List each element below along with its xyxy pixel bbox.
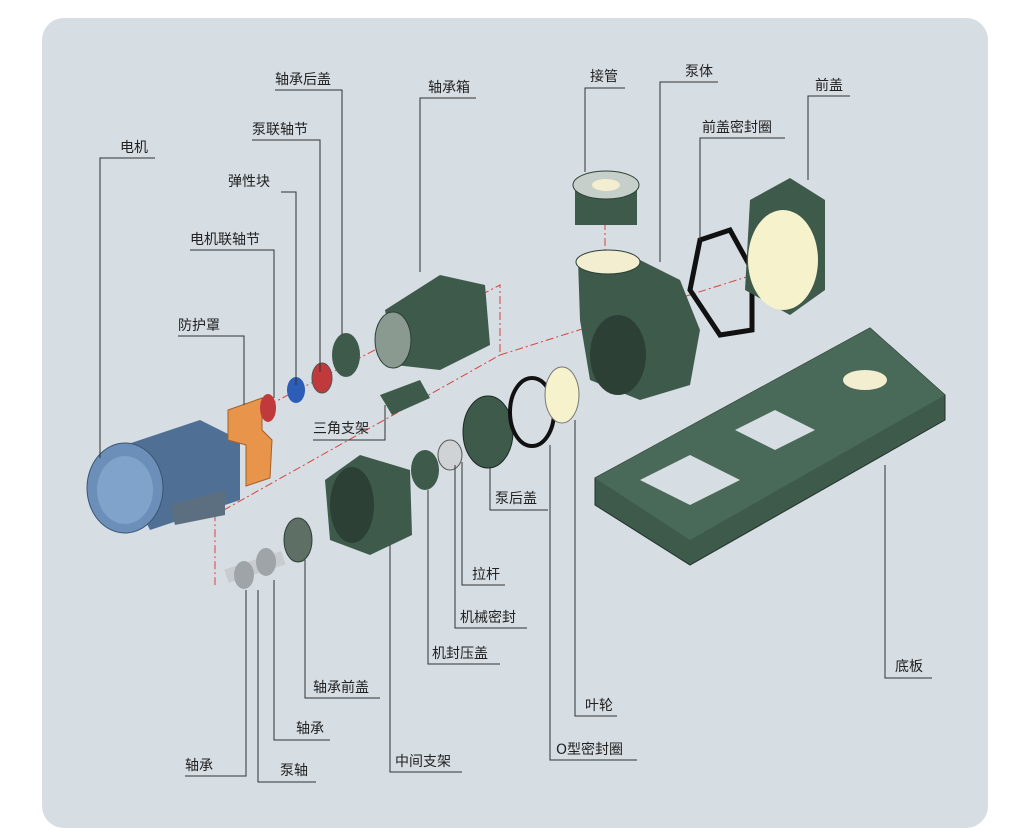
mechanical-seal-part [437, 439, 463, 471]
pump-rear-cover-part [462, 395, 514, 469]
label-pump-rear-cover: 泵后盖 [495, 491, 537, 507]
label-middle-bracket: 中间支架 [395, 754, 451, 770]
label-o-ring: O型密封圈 [556, 742, 624, 758]
motor-part [86, 420, 240, 534]
front-cover-part [745, 178, 825, 315]
front-cover-seal-part [687, 226, 755, 338]
leader-lines [99, 81, 932, 783]
seal-gland-part [411, 450, 439, 490]
label-front-cover-seal: 前盖密封圈 [702, 120, 772, 136]
connecting-pipe-part [572, 170, 640, 225]
triangle-bracket-part [380, 380, 430, 415]
label-bearing: 轴承 [185, 758, 213, 774]
middle-bracket-part [325, 455, 412, 555]
label-pump-shaft: 泵轴 [280, 763, 308, 779]
label-bearing-rear-cover: 轴承后盖 [275, 72, 331, 88]
elastic-block-part [287, 377, 305, 403]
bearing-rear-cover-part [332, 333, 360, 377]
label-pump-coupling: 泵联轴节 [252, 122, 308, 138]
label-bearing: 轴承 [296, 721, 324, 737]
label-impeller: 叶轮 [585, 698, 613, 714]
label-pump-body: 泵体 [685, 64, 713, 80]
label-mechanical-seal: 机械密封 [460, 610, 516, 626]
bearing-box-part [374, 275, 490, 370]
pump-coupling-part [311, 362, 333, 394]
label-connecting-pipe: 接管 [590, 69, 618, 85]
bearing-front-cover-part [283, 517, 313, 563]
pump-shaft-part [224, 548, 286, 589]
label-elastic-block: 弹性块 [228, 174, 270, 190]
label-front-cover: 前盖 [815, 78, 843, 94]
motor-coupling-part [260, 394, 276, 422]
label-motor-coupling: 电机联轴节 [190, 232, 260, 248]
impeller-part [544, 366, 580, 424]
label-seal-gland: 机封压盖 [432, 646, 488, 662]
label-motor: 电机 [120, 140, 148, 156]
pump-body-part [575, 249, 700, 400]
label-base-plate: 底板 [895, 659, 923, 675]
label-triangle-bracket: 三角支架 [313, 421, 369, 437]
label-guard: 防护罩 [178, 318, 220, 334]
label-bearing-box: 轴承箱 [428, 80, 470, 96]
base-plate-part [594, 327, 946, 566]
label-bearing-front-cover: 轴承前盖 [313, 680, 369, 696]
label-tie-rod: 拉杆 [472, 567, 500, 583]
